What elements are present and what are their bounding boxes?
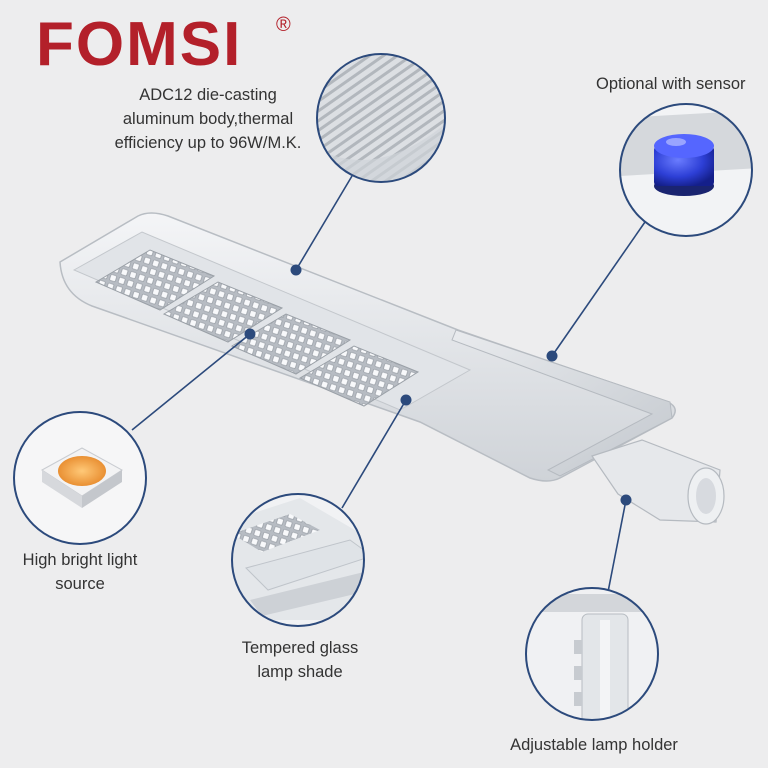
- lamp-holder-arm: [591, 439, 725, 525]
- led-caption: High bright light source: [0, 549, 160, 597]
- body-caption-line: ADC12 die-casting: [139, 86, 277, 104]
- glass-caption: Tempered glass lamp shade: [220, 637, 380, 685]
- body-caption-line: aluminum body,thermal: [122, 109, 294, 128]
- sensor-dome-icon: [619, 103, 753, 237]
- sensor-caption-line: Optional with sensor: [596, 75, 746, 93]
- glass-caption-line: lamp shade: [257, 662, 343, 681]
- registered-mark: ®: [276, 14, 291, 36]
- heatsink-fins-icon: [316, 53, 446, 183]
- led-caption-line: High bright light: [22, 551, 138, 569]
- callout-dots: [244, 264, 632, 506]
- glass-caption-line: Tempered glass: [241, 639, 359, 657]
- led-caption-line: source: [55, 574, 105, 593]
- glass-shade-icon: [231, 493, 365, 627]
- holder-caption: Adjustable lamp holder: [494, 734, 694, 758]
- body-caption-line: efficiency up to 96W/M.K.: [114, 133, 302, 152]
- led-chip-icon: [13, 411, 147, 545]
- brand-logo: FOMSI: [36, 10, 243, 79]
- callout-lines: [131, 175, 646, 593]
- lamp-holder-icon: [525, 587, 659, 721]
- led-module-array: [94, 249, 420, 407]
- sensor-caption: Optional with sensor: [596, 73, 768, 97]
- holder-caption-line: Adjustable lamp holder: [510, 736, 678, 754]
- body-caption: ADC12 die-casting aluminum body,thermal …: [88, 84, 328, 156]
